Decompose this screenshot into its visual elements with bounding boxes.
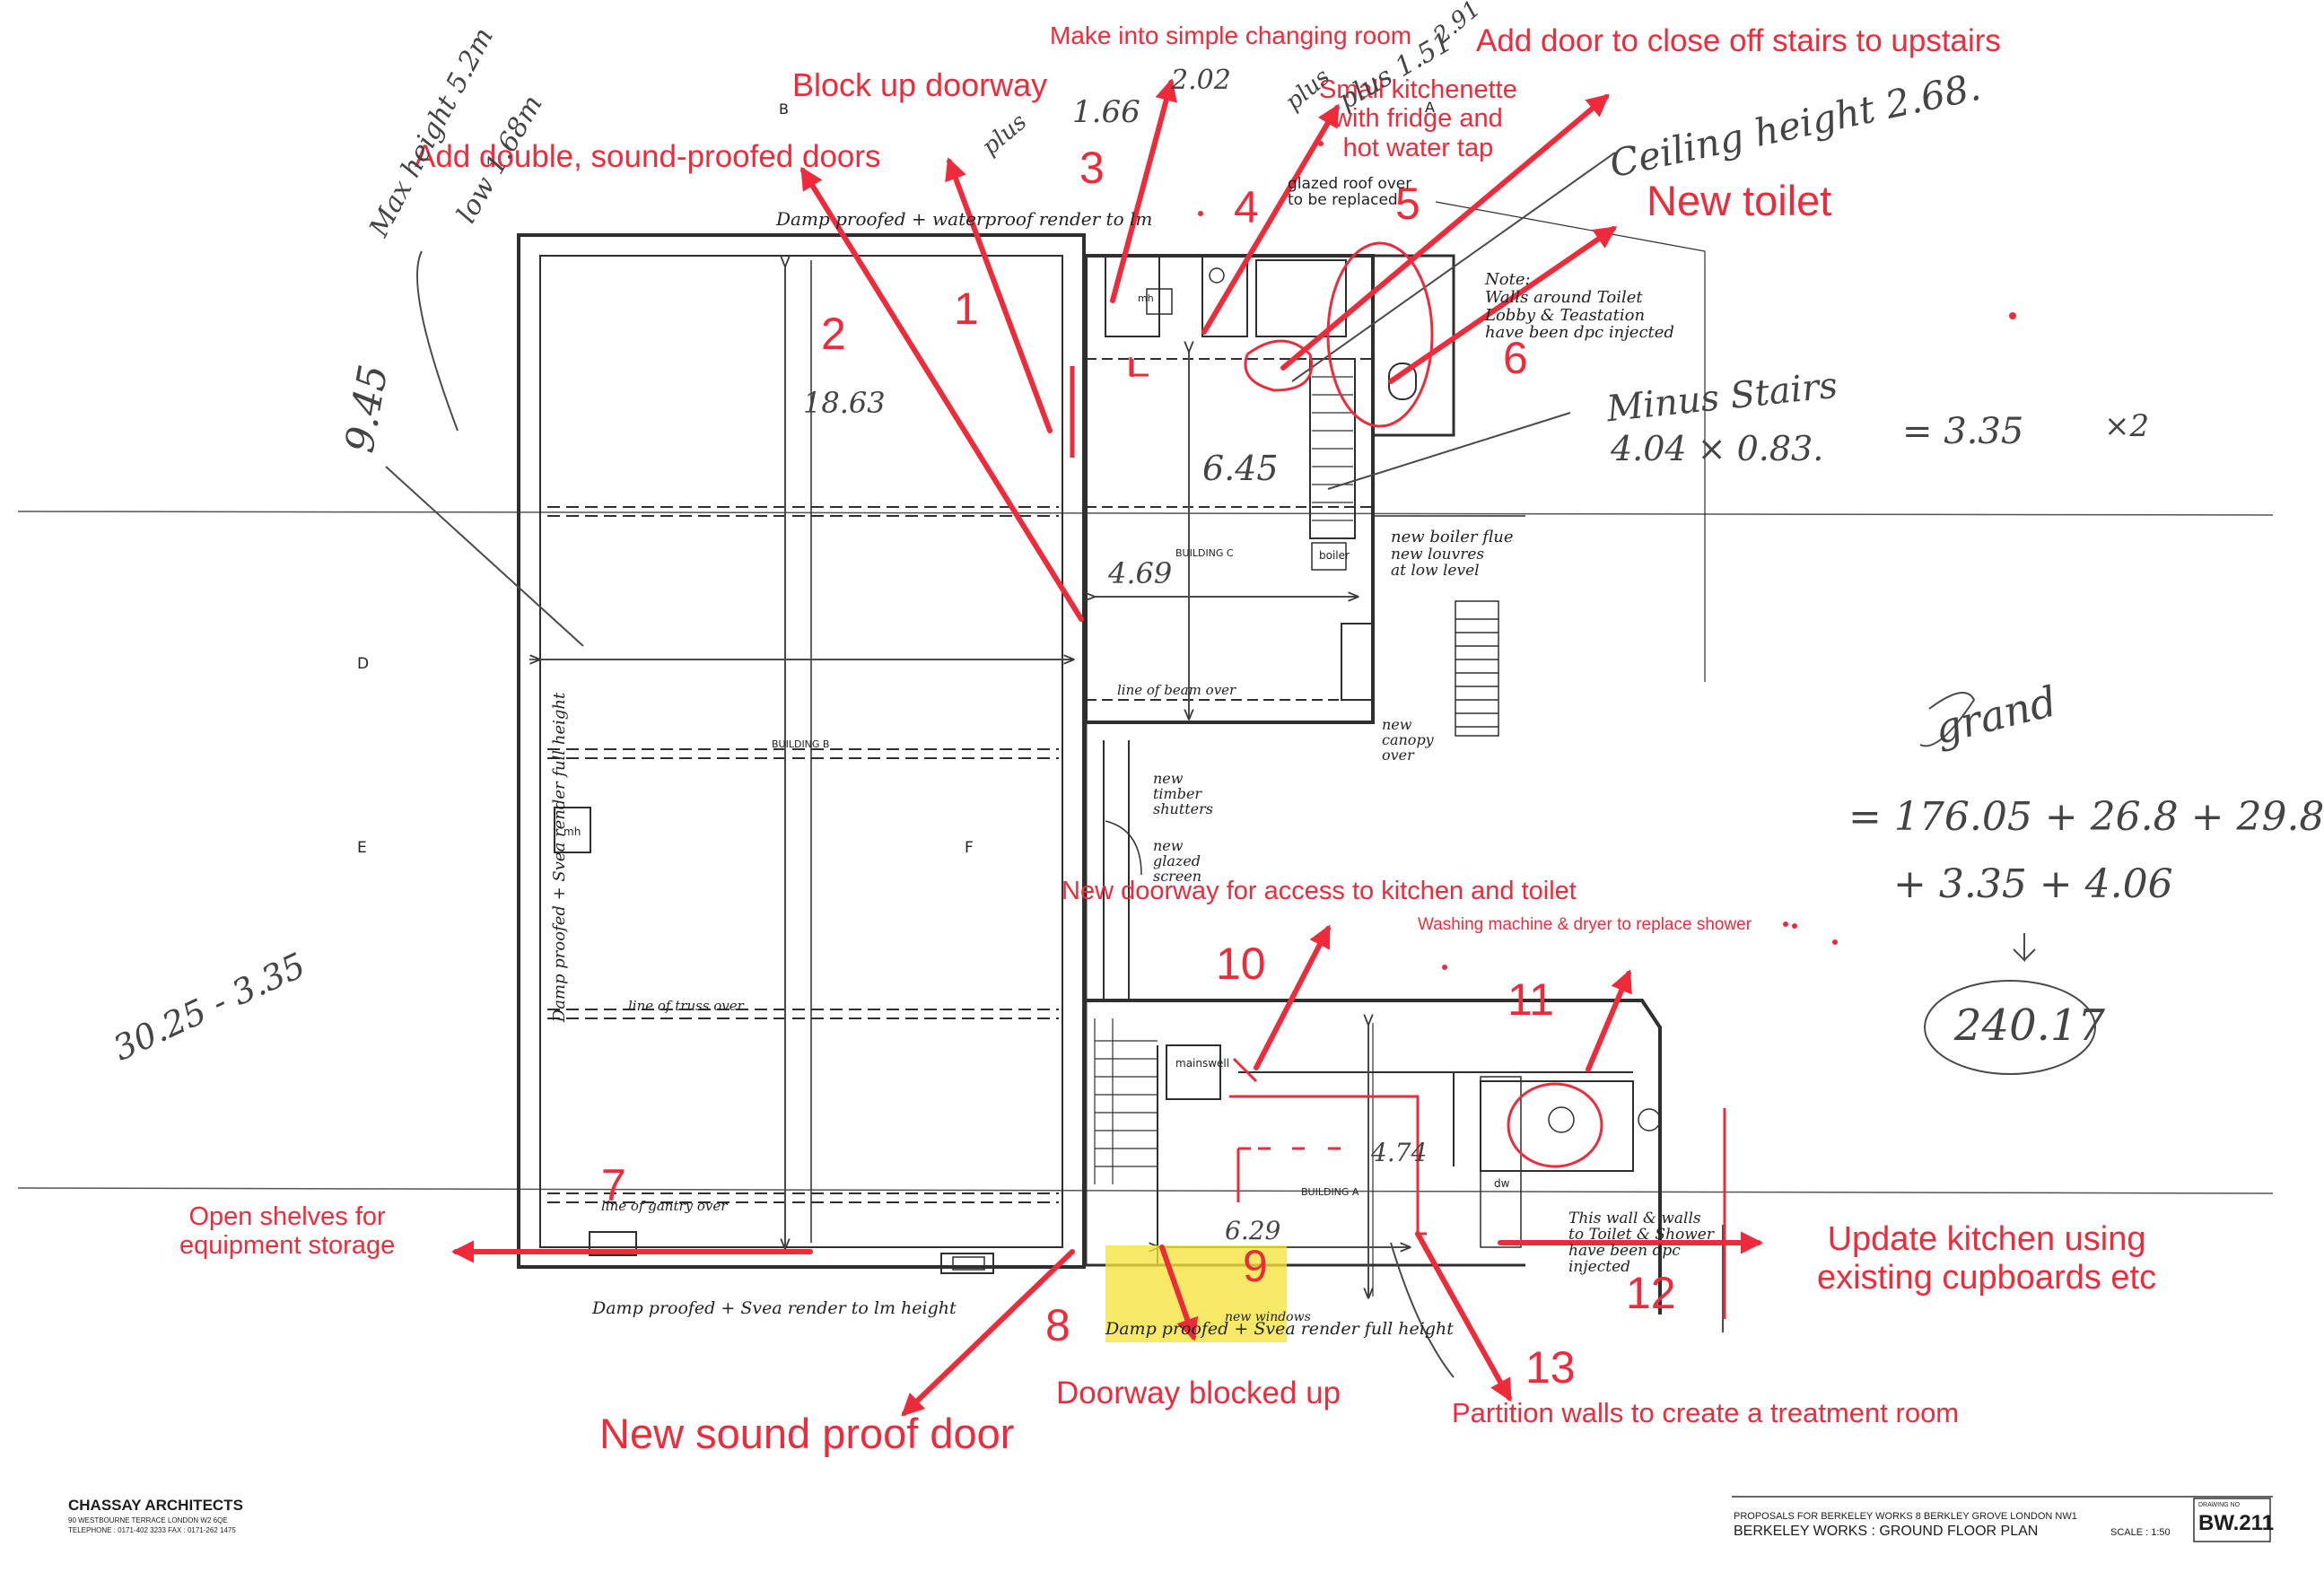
- callout-number-7: 7: [601, 1160, 626, 1210]
- label-mainswell: mainswell: [1175, 1057, 1230, 1070]
- callout-number-2: 2: [821, 309, 846, 359]
- title-block-firm: CHASSAY ARCHITECTS: [68, 1497, 243, 1514]
- title-block-frame: [1732, 1496, 2273, 1542]
- handwritten-dim-6-45: 6.45: [1202, 449, 1279, 488]
- annotation-new-toilet: New toilet: [1647, 177, 1832, 224]
- title-block-proposals: PROPOSALS FOR BERKELEY WORKS 8 BERKLEY G…: [1734, 1511, 2077, 1522]
- title-block-drawing-no: BW.211: [2198, 1511, 2275, 1535]
- handwritten-dim-18-63: 18.63: [803, 386, 886, 420]
- handwritten-dim-4-74: 4.74: [1371, 1138, 1428, 1167]
- title-block-drawing-no-label: DRAWING NO: [2198, 1502, 2241, 1508]
- annotation-new-doorway: New doorway for access to kitchen and to…: [1062, 877, 1577, 905]
- note-damp-bottom: Damp proofed + Svea render to lm height: [592, 1298, 957, 1318]
- handwritten-dim-1-66: 1.66: [1072, 94, 1140, 130]
- building-b-walls: [517, 233, 1086, 1274]
- callout-number-8: 8: [1045, 1300, 1070, 1350]
- title-block-address: 90 WESTBOURNE TERRACE LONDON W2 6QE: [68, 1516, 228, 1524]
- annotation-partition-walls: Partition walls to create a treatment ro…: [1452, 1397, 1960, 1428]
- annotation-block-up-doorway: Block up doorway: [792, 66, 1048, 103]
- red-dots: [1198, 141, 2016, 970]
- section-marker-b: B: [779, 100, 789, 118]
- annotation-update-kitchen: Update kitchen using existing cupboards …: [1817, 1220, 2157, 1297]
- annotation-double-doors: Add double, sound-proofed doors: [415, 139, 881, 174]
- handwritten-stairs-dims: 4.04 × 0.83.: [1611, 429, 1824, 468]
- note-damp-top: Damp proofed + waterproof render to lm: [776, 208, 1153, 230]
- red-markup-shapes: [1070, 241, 1726, 1319]
- handwritten-sum-line-1: = 176.05 + 26.8 + 29.8: [1848, 794, 2324, 840]
- note-timber-shutters: new timber shutters: [1153, 770, 1214, 817]
- label-building-a: BUILDING A: [1301, 1186, 1359, 1198]
- note-glazed-roof: glazed roof over to be replaced: [1288, 175, 1412, 209]
- label-building-b: BUILDING B: [772, 738, 830, 750]
- external-stair: [1455, 600, 1499, 737]
- callout-number-5: 5: [1395, 179, 1420, 229]
- note-line-of-beam: line of beam over: [1117, 682, 1236, 698]
- callout-number-13: 13: [1525, 1342, 1576, 1393]
- note-line-of-truss: line of truss over: [628, 998, 744, 1014]
- annotation-sound-proof-door: New sound proof door: [599, 1410, 1015, 1457]
- note-damp-bottom-2: Damp proofed + Svea render full height: [1105, 1319, 1454, 1339]
- note-boiler-flue: new boiler flue: [1391, 528, 1514, 546]
- note-new-windows: new windows: [1225, 1310, 1311, 1324]
- annotation-open-shelves: Open shelves for equipment storage: [179, 1202, 396, 1261]
- label-building-c: BUILDING C: [1175, 547, 1234, 559]
- note-canopy: new canopy over: [1382, 716, 1434, 764]
- title-block-scale: SCALE : 1:50: [2110, 1527, 2171, 1538]
- annotation-door-to-stairs: Add door to close off stairs to upstairs: [1476, 23, 2001, 58]
- handwritten-dim-6-29: 6.29: [1225, 1216, 1281, 1245]
- callout-number-11: 11: [1507, 974, 1554, 1025]
- title-block-phone: TELEPHONE : 0171-402 3233 FAX : 0171-262…: [68, 1526, 236, 1534]
- red-callout-arrows: [450, 78, 1764, 1417]
- title-block-title: BERKELEY WORKS : GROUND FLOOR PLAN: [1734, 1524, 2039, 1539]
- callout-number-1: 1: [954, 284, 979, 334]
- callout-number-10: 10: [1216, 939, 1266, 989]
- label-manhole-2: mh: [1138, 293, 1154, 304]
- callout-number-12: 12: [1626, 1268, 1676, 1318]
- callout-number-4: 4: [1234, 182, 1259, 232]
- annotation-doorway-blocked: Doorway blocked up: [1056, 1376, 1341, 1411]
- section-marker-a: A: [1425, 99, 1435, 116]
- handwritten-stairs-area: = 3.35: [1902, 411, 2024, 452]
- floor-plan-drawing: [17, 78, 2274, 1542]
- handwritten-times-2: ×2: [2104, 408, 2150, 444]
- label-manhole: mh: [564, 825, 581, 838]
- handwritten-dim-4-69: 4.69: [1108, 556, 1173, 590]
- annotation-kitchenette: Small kitchenette with fridge and hot wa…: [1319, 75, 1517, 162]
- handwritten-sum-line-2: + 3.35 + 4.06: [1893, 861, 2173, 907]
- handwritten-dim-2-02: 2.02: [1171, 65, 1231, 96]
- note-walls-dpc: Note: Walls around Toilet Lobby & Teasta…: [1485, 270, 1674, 343]
- callout-number-9: 9: [1243, 1241, 1268, 1291]
- note-line-of-gantry: line of gantry over: [601, 1198, 728, 1214]
- callout-number-3: 3: [1079, 143, 1105, 193]
- annotation-changing-room: Make into simple changing room: [1050, 22, 1412, 49]
- handwritten-total: 240.17: [1954, 1000, 2105, 1051]
- note-glazed-screen: new glazed screen: [1153, 837, 1202, 885]
- reference-lines: [17, 511, 2274, 1194]
- note-this-wall: This wall & walls to Toilet & Shower hav…: [1568, 1210, 1714, 1276]
- annotation-washing-machine: Washing machine & dryer to replace showe…: [1418, 915, 1752, 934]
- link-corridor: [1084, 722, 1142, 1000]
- note-damp-left: Damp proofed + Svea render full height: [550, 692, 570, 1023]
- label-boiler: boiler: [1319, 549, 1350, 562]
- label-dishwasher: dw: [1494, 1177, 1510, 1190]
- section-marker-f: F: [965, 839, 974, 857]
- section-marker-e: E: [357, 839, 367, 857]
- section-marker-d: D: [357, 655, 370, 673]
- note-louvres: new louvres at low level: [1391, 546, 1485, 580]
- callout-number-6: 6: [1503, 333, 1528, 383]
